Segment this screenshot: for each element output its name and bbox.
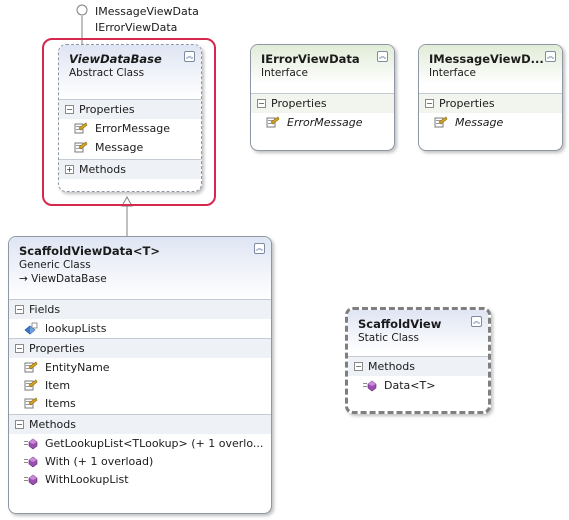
section-fields[interactable]: − Fields xyxy=(9,299,271,319)
member-property[interactable]: Message xyxy=(419,113,562,132)
class-kind: Interface xyxy=(429,67,477,79)
section-methods[interactable]: − Methods xyxy=(348,356,488,376)
property-icon xyxy=(266,116,280,128)
section-methods[interactable]: + Methods xyxy=(59,159,201,179)
member-label: WithLookupList xyxy=(45,472,129,486)
double-chevron-up-icon[interactable]: ︽ xyxy=(254,243,265,254)
class-kind: Interface xyxy=(261,67,309,79)
class-kind: Static Class xyxy=(358,332,419,344)
member-property[interactable]: Message xyxy=(59,138,201,157)
member-method[interactable]: Data<T> xyxy=(348,376,488,395)
plus-box-icon[interactable]: + xyxy=(65,165,74,174)
class-scaffoldview[interactable]: ScaffoldView Static Class ︽ − Methods Da… xyxy=(345,307,491,414)
class-kind: Abstract Class xyxy=(69,67,145,79)
minus-box-icon[interactable]: − xyxy=(65,105,74,114)
minus-box-icon[interactable]: − xyxy=(15,305,24,314)
member-property[interactable]: Item xyxy=(9,376,271,394)
base-class-label: → ViewDataBase xyxy=(19,273,107,285)
method-icon xyxy=(363,380,377,392)
method-icon xyxy=(24,456,38,467)
class-name: ViewDataBase xyxy=(69,52,162,66)
member-property[interactable]: ErrorMessage xyxy=(59,119,201,138)
double-chevron-up-icon[interactable]: ︽ xyxy=(471,316,482,327)
minus-box-icon[interactable]: − xyxy=(15,420,24,429)
member-label: GetLookupList<TLookup> (+ 1 overlo... xyxy=(45,436,264,450)
member-label: Message xyxy=(455,116,504,129)
class-header[interactable]: IMessageViewD... Interface ︽ xyxy=(419,45,562,85)
selection-highlight xyxy=(42,38,216,206)
section-label: Properties xyxy=(29,342,85,355)
class-header[interactable]: ViewDataBase Abstract Class ︽ xyxy=(59,45,201,99)
class-header[interactable]: ScaffoldView Static Class ︽ xyxy=(348,310,488,352)
class-scaffoldviewdata[interactable]: ScaffoldViewData<T> Generic Class → View… xyxy=(8,236,272,514)
member-label: Message xyxy=(95,141,144,154)
property-icon xyxy=(434,116,448,128)
section-label: Methods xyxy=(368,360,415,373)
member-label: Items xyxy=(45,396,76,410)
member-property[interactable]: EntityName xyxy=(9,358,271,376)
class-name: ScaffoldView xyxy=(358,317,442,331)
field-icon xyxy=(24,322,38,335)
minus-box-icon[interactable]: − xyxy=(257,99,266,108)
member-label: Item xyxy=(45,378,71,392)
interface-ierrorviewdata[interactable]: IErrorViewData Interface ︽ − Properties … xyxy=(250,44,395,151)
section-label: Methods xyxy=(29,418,76,431)
member-property[interactable]: Items xyxy=(9,394,271,412)
minus-box-icon[interactable]: − xyxy=(354,362,363,371)
section-label: Properties xyxy=(79,103,135,116)
minus-box-icon[interactable]: − xyxy=(425,99,434,108)
property-icon xyxy=(24,361,38,372)
property-icon xyxy=(24,397,38,408)
class-header[interactable]: IErrorViewData Interface ︽ xyxy=(251,45,394,85)
member-property[interactable]: ErrorMessage xyxy=(251,113,394,132)
section-label: Methods xyxy=(79,163,126,176)
property-icon xyxy=(74,141,88,153)
inheritance-arrow-icon xyxy=(121,195,133,236)
class-name: ScaffoldViewData<T> xyxy=(19,244,160,258)
class-kind: Generic Class xyxy=(19,259,91,271)
section-label: Properties xyxy=(271,97,327,110)
section-properties[interactable]: − Properties xyxy=(9,338,271,358)
member-label: Data<T> xyxy=(384,379,436,392)
method-icon xyxy=(24,438,38,449)
double-chevron-up-icon[interactable]: ︽ xyxy=(545,51,556,62)
section-label: Fields xyxy=(29,303,61,316)
class-header[interactable]: ScaffoldViewData<T> Generic Class → View… xyxy=(9,237,271,299)
member-label: EntityName xyxy=(45,360,110,374)
section-properties[interactable]: − Properties xyxy=(419,93,562,113)
member-method[interactable]: With (+ 1 overload) xyxy=(9,452,271,470)
property-icon xyxy=(24,379,38,390)
member-label: ErrorMessage xyxy=(95,122,171,135)
section-methods[interactable]: − Methods xyxy=(9,414,271,434)
section-label: Properties xyxy=(439,97,495,110)
interface-imessageviewdata[interactable]: IMessageViewD... Interface ︽ − Propertie… xyxy=(418,44,563,151)
class-viewdatabase[interactable]: ViewDataBase Abstract Class ︽ − Properti… xyxy=(58,44,202,192)
interface-label-ierrorviewdata: IErrorViewData xyxy=(95,21,178,34)
method-icon xyxy=(24,474,38,485)
property-icon xyxy=(74,122,88,134)
section-properties[interactable]: − Properties xyxy=(59,99,201,119)
double-chevron-up-icon[interactable]: ︽ xyxy=(184,51,195,62)
double-chevron-up-icon[interactable]: ︽ xyxy=(377,51,388,62)
class-name: IErrorViewData xyxy=(261,52,360,66)
member-method[interactable]: WithLookupList xyxy=(9,470,271,488)
member-label: With (+ 1 overload) xyxy=(45,454,154,468)
member-label: lookupLists xyxy=(45,322,107,335)
interface-label-imessageviewdata: IMessageViewData xyxy=(95,5,199,18)
section-properties[interactable]: − Properties xyxy=(251,93,394,113)
member-label: ErrorMessage xyxy=(287,116,363,129)
member-field[interactable]: lookupLists xyxy=(9,319,271,338)
class-name: IMessageViewD... xyxy=(429,52,544,66)
minus-box-icon[interactable]: − xyxy=(15,344,24,353)
member-method[interactable]: GetLookupList<TLookup> (+ 1 overlo... xyxy=(9,434,271,452)
